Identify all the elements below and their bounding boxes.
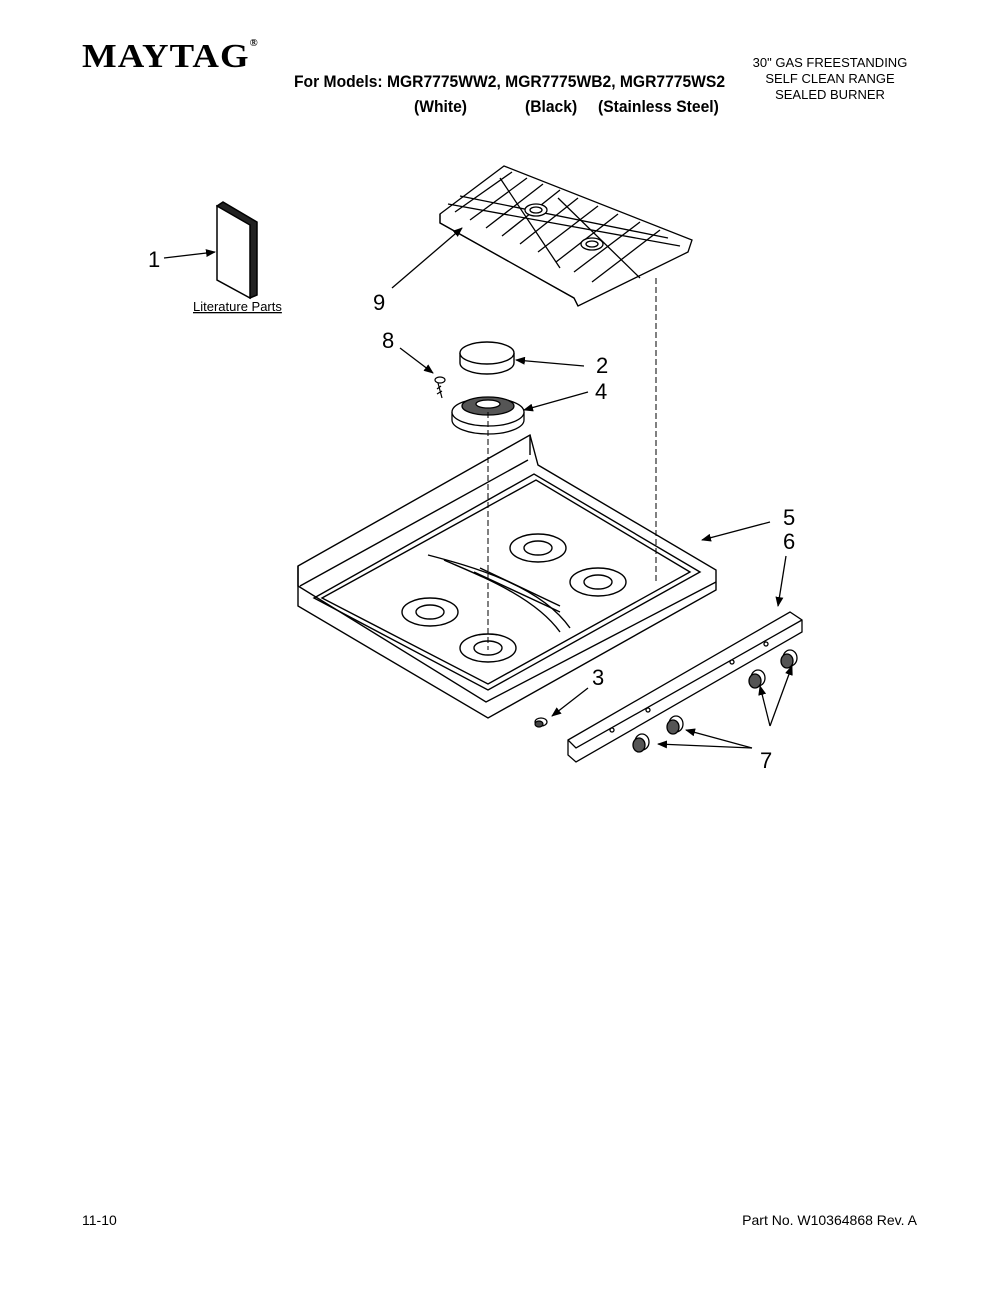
callout-numbers: 1 2 3 4 5 6 7 8 9 — [148, 247, 795, 773]
burner-cap — [459, 341, 515, 375]
callout-3: 3 — [592, 665, 604, 690]
leader-lines — [163, 227, 793, 749]
callout-1: 1 — [148, 247, 160, 272]
callout-4: 4 — [595, 379, 607, 404]
callout-5: 5 — [783, 505, 795, 530]
callout-6: 6 — [783, 529, 795, 554]
variant-white: (White) — [414, 97, 467, 116]
alignment-lines — [487, 278, 657, 650]
variant-black: (Black) — [525, 97, 578, 116]
knob — [748, 669, 766, 689]
callout-8: 8 — [382, 328, 394, 353]
callout-2: 2 — [596, 353, 608, 378]
knob — [780, 649, 798, 669]
control-panel-trim — [567, 611, 803, 763]
literature-booklet — [216, 201, 258, 300]
part-number: Part No. W10364868 Rev. A — [742, 1212, 917, 1228]
knob — [632, 733, 650, 753]
main-top — [297, 433, 717, 719]
date-code: 11-10 — [82, 1212, 117, 1228]
registered-mark: ® — [249, 38, 259, 49]
variant-stainless: (Stainless Steel) — [598, 97, 719, 116]
mounting-clip — [534, 717, 548, 728]
control-knobs — [632, 649, 798, 753]
callout-7: 7 — [760, 748, 772, 773]
knob — [666, 715, 684, 735]
literature-parts-label: Literature Parts — [193, 299, 282, 314]
models-line: For Models: MGR7775WW2, MGR7775WB2, MGR7… — [294, 72, 726, 91]
product-line-2: SELF CLEAN RANGE — [765, 71, 895, 86]
brand-logo: MAYTAG® — [82, 38, 259, 76]
burner-grate — [439, 165, 693, 307]
brand-name: MAYTAG — [82, 38, 250, 75]
screw — [434, 376, 446, 399]
product-line-1: 30" GAS FREESTANDING — [752, 55, 908, 70]
product-line-3: SEALED BURNER — [775, 87, 885, 102]
product-description: 30" GAS FREESTANDING SELF CLEAN RANGE SE… — [730, 55, 930, 103]
callout-9: 9 — [373, 290, 385, 315]
